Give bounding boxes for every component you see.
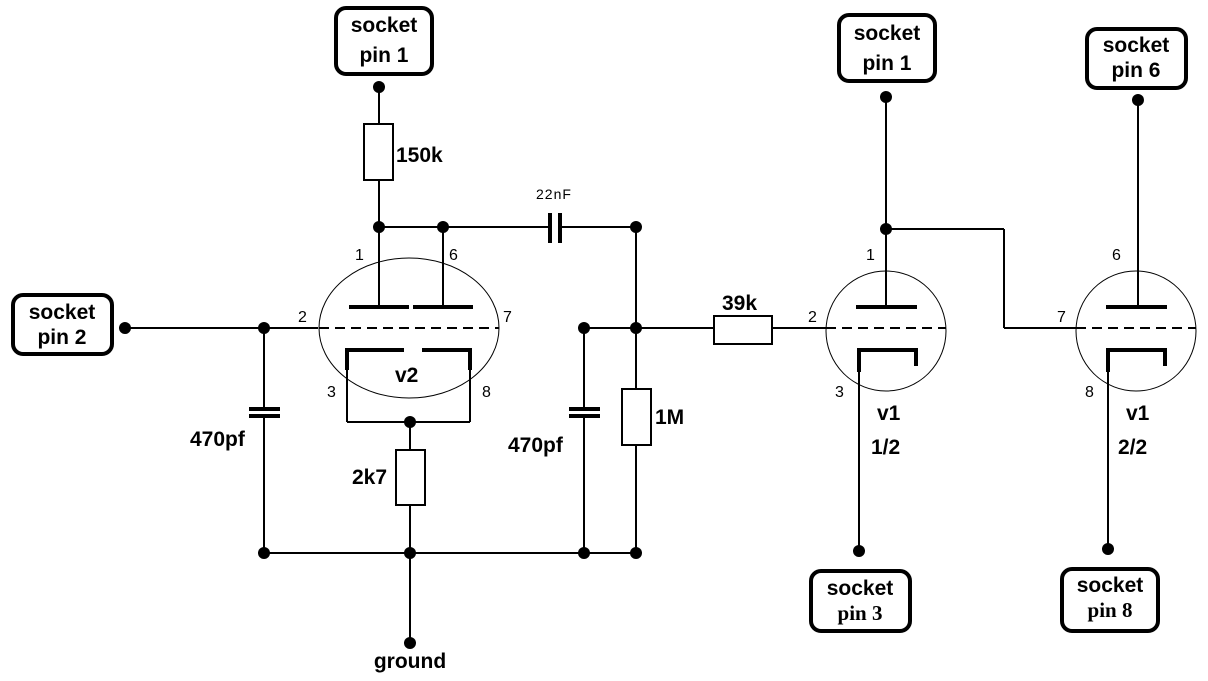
socket-box-v1b-cathode: socket pin 8: [1060, 567, 1160, 633]
resistor-1m: [621, 388, 652, 446]
capacitor-470pf-left: [249, 407, 280, 418]
socket-line1: socket: [854, 22, 921, 45]
socket-line1: socket: [827, 577, 894, 600]
tube-v1b-sub: 2/2: [1118, 436, 1147, 459]
label-470pf-right: 470pf: [508, 434, 564, 457]
wires: [125, 87, 1139, 643]
pin-number: 6: [449, 247, 458, 264]
pin-number: 3: [327, 384, 336, 401]
socket-line2: pin 8: [1088, 598, 1133, 622]
socket-box-v1a-cathode: socket pin 3: [809, 569, 912, 633]
pin-number: 8: [482, 384, 491, 401]
socket-line1: socket: [1077, 574, 1144, 597]
resistor-150k: [363, 123, 394, 181]
capacitor-470pf-right: [569, 407, 600, 418]
junction-dots: [119, 81, 1144, 649]
socket-line2: pin 2: [37, 326, 86, 349]
socket-box-v1a-anode: socket pin 1: [837, 13, 937, 83]
pin-number: 8: [1085, 384, 1094, 401]
pin-number: 3: [835, 384, 844, 401]
pin-number: 2: [298, 309, 307, 326]
socket-box-v1b-anode: socket pin 6: [1085, 27, 1188, 90]
pin-number: 1: [866, 247, 875, 264]
socket-line1: socket: [29, 301, 96, 324]
tube-v1b: [1075, 270, 1197, 392]
resistor-39k: [713, 315, 773, 345]
socket-line2: pin 3: [838, 601, 883, 625]
socket-box-input: socket pin 2: [11, 293, 114, 356]
pin-number: 1: [355, 247, 364, 264]
tube-v1a: [825, 270, 947, 392]
tube-v1a-sub: 1/2: [871, 436, 900, 459]
tube-v1b-label: v1: [1126, 402, 1150, 425]
pin-number: 6: [1112, 247, 1121, 264]
tube-v2: [318, 257, 500, 399]
resistor-2k7: [395, 449, 426, 506]
socket-box-v2-supply: socket pin 1: [334, 6, 434, 76]
label-22nf: 22nF: [536, 186, 572, 202]
label-470pf-left: 470pf: [190, 428, 246, 451]
label-2k7: 2k7: [352, 466, 387, 489]
socket-line1: socket: [351, 14, 418, 37]
socket-line2: pin 6: [1111, 59, 1160, 82]
label-1m: 1M: [655, 406, 684, 429]
label-150k: 150k: [396, 144, 443, 167]
label-ground: ground: [374, 650, 446, 673]
pin-number: 2: [808, 309, 817, 326]
capacitor-22nf: [548, 213, 562, 243]
socket-line2: pin 1: [359, 44, 408, 67]
label-39k: 39k: [722, 292, 757, 315]
tube-v2-label: v2: [395, 364, 418, 387]
pin-number: 7: [1057, 309, 1066, 326]
pin-number: 7: [503, 309, 512, 326]
socket-line2: pin 1: [862, 52, 911, 75]
socket-line1: socket: [1103, 34, 1170, 57]
tube-v1a-label: v1: [877, 402, 901, 425]
